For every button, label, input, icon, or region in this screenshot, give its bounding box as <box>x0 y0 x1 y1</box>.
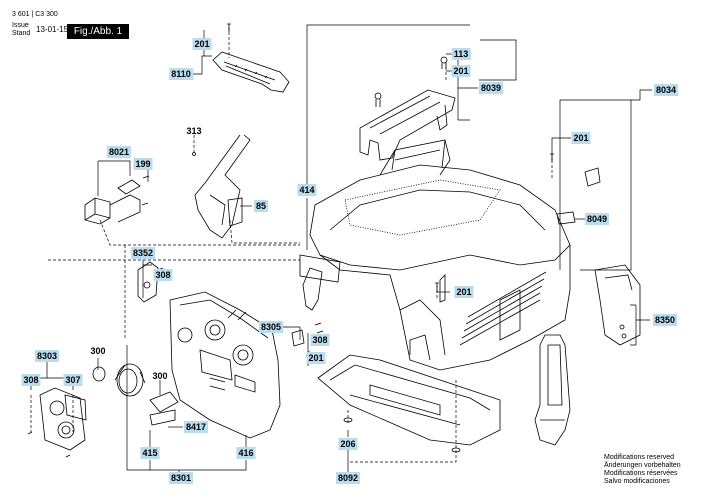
label-8039: 8039 <box>478 82 504 94</box>
leader-lines <box>30 24 652 476</box>
label-300-a: 300 <box>90 346 106 356</box>
part-300-knobs <box>92 363 146 397</box>
part-8350-side-cover <box>594 264 641 346</box>
label-201-top: 201 <box>192 38 212 50</box>
label-416: 416 <box>236 447 256 459</box>
label-8110: 8110 <box>169 68 193 80</box>
label-201-d: 201 <box>454 286 474 298</box>
label-8021: 8021 <box>106 146 132 158</box>
doc-number: 3 601 | C3 300 <box>12 11 58 18</box>
label-308-b: 308 <box>310 334 330 346</box>
label-8301: 8301 <box>168 472 194 484</box>
stand-label: Stand <box>12 30 31 37</box>
part-main-housing <box>319 245 571 371</box>
label-8049: 8049 <box>584 213 610 225</box>
part-8303-socket-plate <box>27 387 87 458</box>
label-308-a: 308 <box>153 269 173 281</box>
modifications-note: Modifications reserved Änderungen vorbeh… <box>604 454 681 486</box>
label-8305: 8305 <box>258 321 284 333</box>
label-8303: 8303 <box>34 350 60 362</box>
label-300-b: 300 <box>152 371 168 381</box>
label-201-b: 201 <box>451 65 471 77</box>
label-8352: 8352 <box>130 247 156 259</box>
modifications-line-fr: Modifications réservées <box>604 470 678 477</box>
part-hose-clip <box>534 334 571 446</box>
part-8092-base-plate <box>317 354 501 453</box>
part-8039-carry-handle <box>359 56 456 161</box>
label-199: 199 <box>133 158 153 170</box>
part-8034-housing-top <box>309 139 571 271</box>
label-113: 113 <box>451 48 471 60</box>
part-8110-handle-grip <box>212 23 290 93</box>
label-8092: 8092 <box>335 472 361 484</box>
part-414-side-panel <box>299 254 341 311</box>
modifications-line-es: Salvo modificaciones <box>604 478 670 485</box>
modifications-line-en: Modifications reserved <box>604 454 675 461</box>
label-201-e: 201 <box>306 352 326 364</box>
label-201-c: 201 <box>571 132 591 144</box>
label-308-c: 308 <box>21 374 41 386</box>
label-307: 307 <box>63 374 83 386</box>
label-206: 206 <box>338 438 358 450</box>
part-8301-front-panel <box>169 291 281 439</box>
label-8417: 8417 <box>183 421 209 433</box>
issue-label: Issue <box>12 22 29 29</box>
label-313: 313 <box>186 126 202 136</box>
figure-title: Fig./Abb. 1 <box>67 24 129 39</box>
part-8305-plate <box>291 322 324 347</box>
label-8350: 8350 <box>652 314 678 326</box>
issue-date: 13-01-15 <box>36 25 69 34</box>
part-8021-switch <box>84 175 150 225</box>
part-8352-switch-plate <box>137 261 164 303</box>
label-414: 414 <box>297 184 317 196</box>
part-85-handle-bracket <box>192 134 251 239</box>
label-415: 415 <box>140 447 160 459</box>
part-8417-clip <box>149 391 179 426</box>
label-85: 85 <box>253 200 269 212</box>
modifications-line-de: Änderungen vorbehalten <box>604 462 681 469</box>
label-8034: 8034 <box>653 84 679 96</box>
